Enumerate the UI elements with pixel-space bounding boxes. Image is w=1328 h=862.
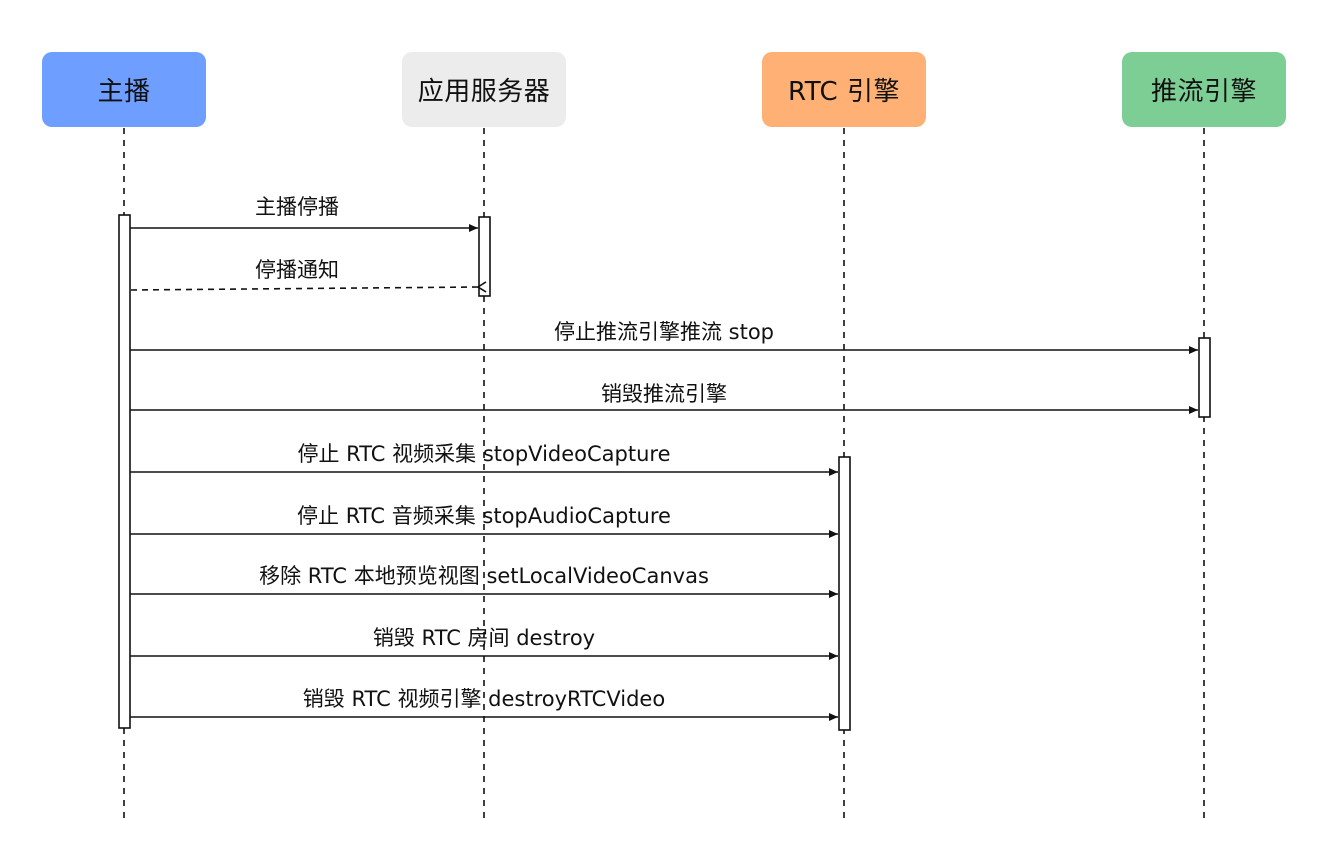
message-label: 移除 RTC 本地预览视图 setLocalVideoCanvas (259, 564, 709, 588)
message-label: 停止 RTC 音频采集 stopAudioCapture (297, 504, 671, 528)
message-label: 销毁 RTC 房间 destroy (373, 626, 595, 650)
activation-app-server (478, 216, 491, 297)
message-arrow (130, 287, 478, 290)
participant-anchor-label: 主播 (97, 77, 151, 107)
participant-anchor: 主播 (42, 52, 206, 127)
activation-push-engine (1198, 337, 1211, 418)
message-label: 停止推流引擎推流 stop (554, 320, 774, 344)
participant-push-engine: 推流引擎 (1122, 52, 1286, 127)
message-label: 销毁推流引擎 (601, 382, 727, 406)
activation-rtc-engine (838, 456, 851, 731)
message-label: 主播停播 (255, 195, 339, 219)
participant-rtc-engine: RTC 引擎 (762, 52, 926, 127)
participant-push-engine-label: 推流引擎 (1150, 77, 1257, 107)
message-label: 停止 RTC 视频采集 stopVideoCapture (297, 442, 670, 466)
message-label: 停播通知 (255, 258, 339, 282)
participant-app-server-label: 应用服务器 (417, 77, 551, 107)
participant-app-server: 应用服务器 (402, 52, 566, 127)
participant-rtc-engine-label: RTC 引擎 (788, 77, 900, 107)
message-label: 销毁 RTC 视频引擎 destroyRTCVideo (303, 687, 665, 711)
activation-anchor (118, 214, 131, 729)
